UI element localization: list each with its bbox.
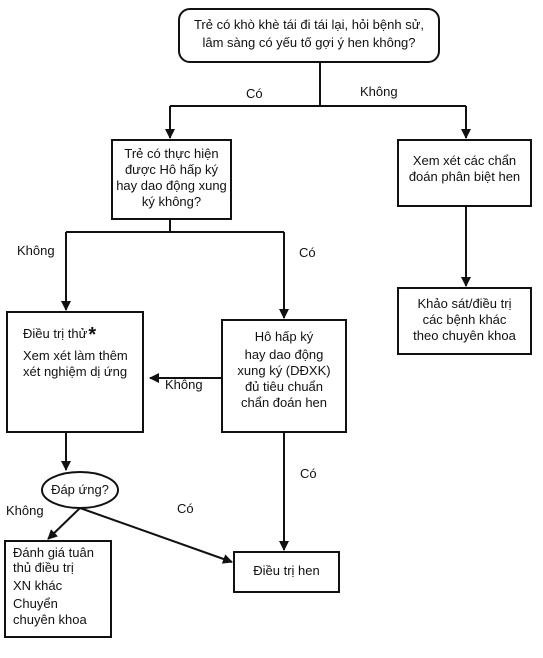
edge-label-spiro-no: Không — [17, 243, 55, 258]
evaluate-line-5: chuyên khoa — [13, 612, 87, 627]
start-question-line-1: Trẻ có khò khè tái đi tái lại, hỏi bệnh … — [193, 17, 425, 32]
differential-line-2: đoán phân biệt hen — [408, 169, 521, 184]
start-question-line-2: lâm sàng có yếu tố gợi ý hen không? — [202, 35, 416, 50]
edge-label-start-no: Không — [360, 84, 398, 99]
response-label: Đáp ứng? — [51, 482, 109, 497]
trial-line-1: Xem xét làm thêm — [23, 348, 128, 363]
differential-line-1: Xem xét các chẩn — [412, 153, 517, 168]
evaluate-line-4: Chuyển — [13, 596, 58, 611]
criteria-line-3: xung ký (DĐXK) — [237, 363, 331, 378]
trial-title-text: Điều trị thử — [23, 326, 88, 341]
spirometry-line-4: ký không? — [141, 194, 202, 209]
edge-label-criteria-no: Không — [165, 377, 203, 392]
spirometry-line-3: hay dao động xung — [116, 178, 227, 193]
criteria-line-4: đủ tiêu chuẩn — [244, 379, 324, 394]
differential-box — [397, 139, 532, 207]
treat-asthma-box — [233, 551, 340, 593]
evaluate-box — [4, 540, 112, 638]
response-decision-shape — [41, 471, 119, 509]
asterisk-footnote-mark: * — [88, 324, 97, 346]
other-specialty-line-2: các bệnh khác — [422, 312, 507, 327]
criteria-line-2: hay dao động — [244, 347, 324, 362]
evaluate-line-3: XN khác — [13, 578, 63, 593]
start-question-box — [178, 8, 440, 63]
trial-line-2: xét nghiệm dị ứng — [23, 364, 128, 379]
evaluate-line-2: thủ điều trị — [13, 560, 74, 575]
trial-title: Điều trị thử* — [23, 324, 96, 345]
criteria-box — [221, 319, 347, 433]
other-specialty-box — [397, 287, 532, 355]
arrow-response-no — [47, 507, 81, 540]
criteria-line-1: Hô hấp ký — [254, 329, 314, 344]
evaluate-line-1: Đánh giá tuân — [13, 545, 94, 560]
other-specialty-line-3: theo chuyên khoa — [413, 328, 516, 343]
other-specialty-line-1: Khảo sát/điều trị — [417, 296, 512, 311]
arrow-response-yes — [79, 507, 233, 564]
spirometry-line-1: Trẻ có thực hiện — [124, 146, 219, 161]
edge-label-response-yes: Có — [177, 501, 194, 516]
spirometry-question-box — [111, 139, 232, 220]
trial-treatment-box — [6, 311, 144, 433]
treat-asthma-label: Điều trị hen — [253, 563, 320, 578]
edge-label-response-no: Không — [6, 503, 44, 518]
criteria-line-5: chẩn đoán hen — [240, 395, 328, 410]
spirometry-line-2: được Hô hấp ký — [124, 162, 219, 177]
edge-label-spiro-yes: Có — [299, 245, 316, 260]
edge-label-start-yes: Có — [246, 86, 263, 101]
edge-label-criteria-yes: Có — [300, 466, 317, 481]
